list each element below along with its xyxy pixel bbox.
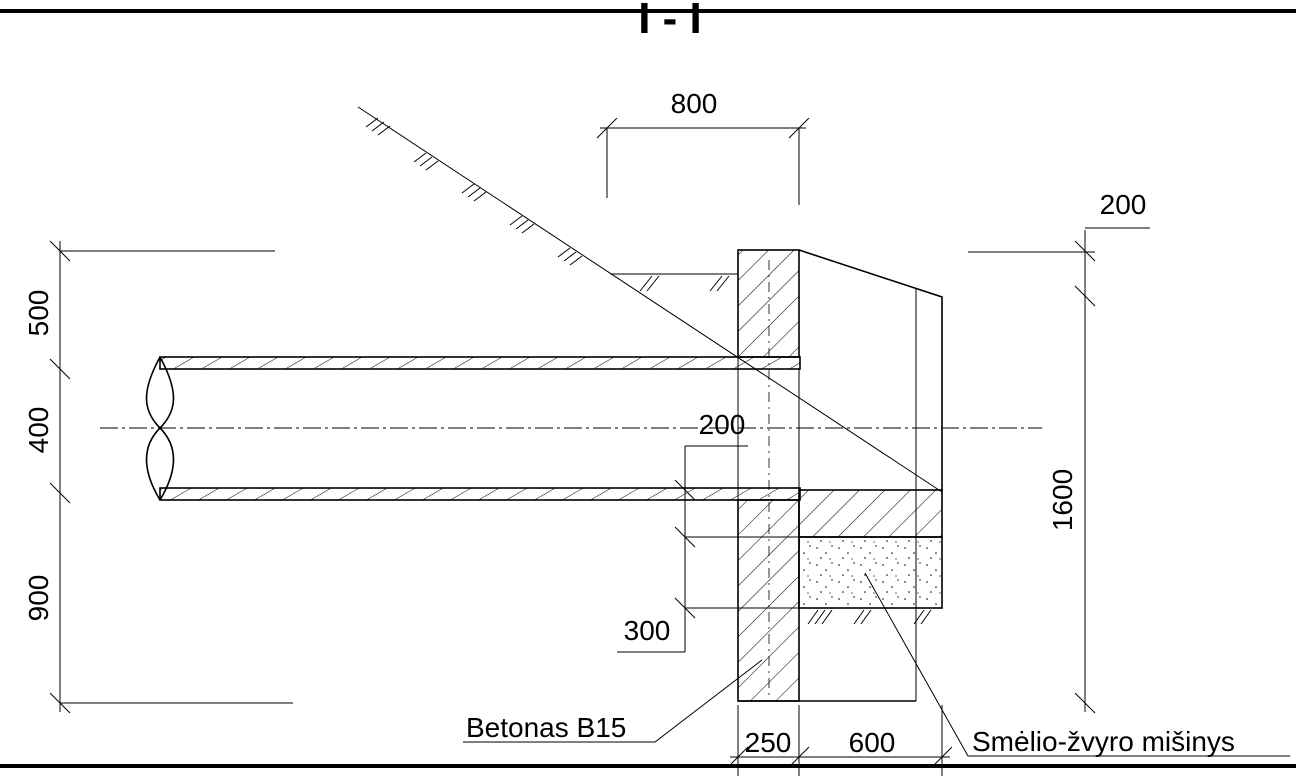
dim-right-200-label: 200	[1100, 189, 1147, 220]
dim-middle-300-label: 300	[624, 615, 671, 646]
ground-hatch-marks	[365, 117, 730, 292]
dim-top-800-label: 800	[671, 88, 718, 119]
concrete-slab	[798, 489, 943, 538]
concrete-label: Betonas B15	[466, 712, 626, 743]
dim-left-chain	[49, 240, 293, 714]
dim-top-800	[596, 117, 810, 205]
headwall-outline	[798, 249, 943, 490]
ground-slope-line	[357, 106, 943, 493]
section-mark: I - I	[638, 0, 702, 43]
dim-left-400-label: 400	[23, 407, 54, 454]
dim-bottom-250-label: 250	[745, 727, 792, 758]
concrete-leader-line	[463, 659, 763, 743]
dim-left-500-label: 500	[23, 290, 54, 337]
dim-middle-chain	[617, 445, 799, 653]
dim-left-900-label: 900	[23, 575, 54, 622]
dim-right-chain	[968, 227, 1150, 714]
dim-right-1600-label: 1600	[1047, 469, 1078, 531]
dim-middle-200-label: 200	[699, 409, 746, 440]
gravel-leader-line	[864, 572, 1290, 757]
pipe-bottom-wall	[159, 487, 801, 501]
concrete-wall-upper	[737, 249, 800, 358]
pipe-top-wall	[159, 356, 801, 370]
dim-bottom-600-label: 600	[849, 727, 896, 758]
gravel-label: Smėlio-žvyro mišinys	[972, 726, 1235, 757]
gravel-ground-hatch	[807, 609, 932, 625]
gravel-layer	[798, 536, 943, 609]
dim-bottom-chain	[727, 705, 953, 776]
